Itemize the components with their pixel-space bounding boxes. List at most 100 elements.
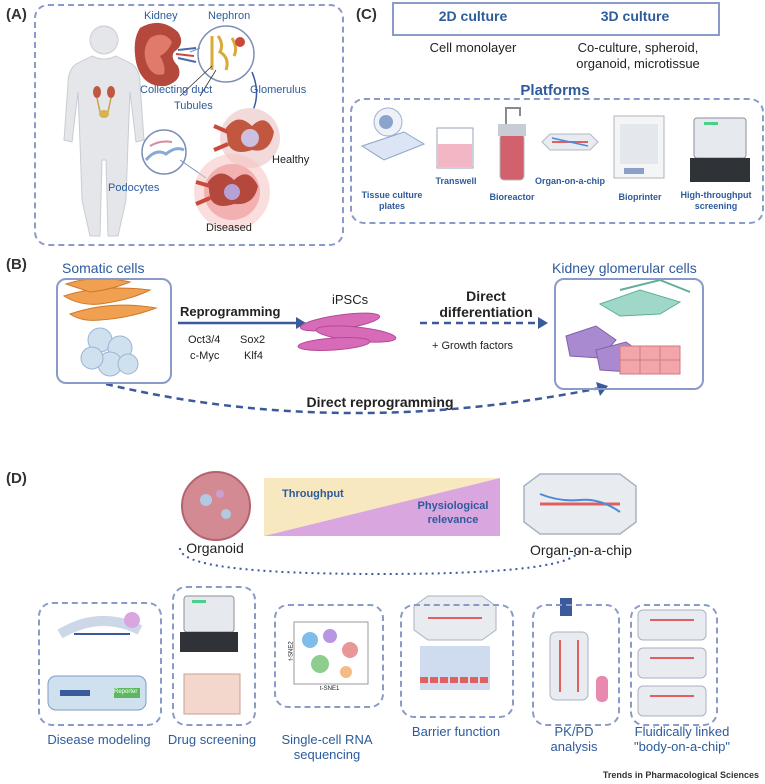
tsne-y-label: t-SNE2 [288, 641, 295, 661]
app-box-barrier [400, 604, 514, 718]
app-label-pkpd-l2: analysis [550, 739, 598, 754]
podocyte-cells-icon [598, 278, 691, 317]
kidney-icon [134, 22, 197, 87]
label-reprogramming: Reprogramming [180, 304, 281, 319]
desc-3d-line2: organoid, microtissue [576, 56, 700, 71]
platform-high-throughput-l2: screening [694, 201, 738, 211]
endothelial-cells-icon [619, 345, 681, 375]
panel-label-d: (D) [6, 470, 27, 487]
platform-bioprinter: Bioprinter [618, 192, 662, 202]
label-throughput: Throughput [282, 488, 344, 500]
label-organoid: Organoid [186, 540, 244, 556]
label-tubules: Tubules [174, 100, 213, 112]
label-ipscs: iPSCs [332, 292, 369, 307]
factor-cmyc: c-Myc [190, 350, 220, 362]
platform-tissue-culture-l2: plates [378, 201, 405, 211]
pkpd-chip-illustration [549, 598, 608, 702]
label-glomerulus: Glomerulus [250, 84, 307, 96]
healthy-glomerulus-icon [213, 108, 280, 168]
bioreactor-icon [498, 107, 526, 181]
platform-high-throughput-l1: High-throughput [680, 190, 752, 200]
label-diseased: Diseased [206, 222, 252, 234]
label-growth-factors: + Growth factors [432, 340, 514, 352]
body-kidneys-icon [93, 86, 115, 98]
barrier-function-illustration [413, 595, 497, 690]
app-label-body-l1: Fluidically linked [634, 724, 730, 739]
panel-label-a: (A) [6, 6, 27, 23]
tradeoff-gradient-icon [264, 478, 500, 536]
app-label-barrier: Barrier function [411, 724, 501, 739]
desc-2d: Cell monolayer [429, 40, 517, 55]
app-label-pkpd-l1: PK/PD [554, 724, 594, 739]
panel-label-c: (C) [356, 6, 377, 23]
factor-klf: Klf4 [244, 350, 263, 362]
transwell-icon [436, 127, 474, 169]
label-healthy: Healthy [272, 154, 310, 166]
app-label-body: Fluidically linked "body-on-a-chip" [620, 724, 744, 754]
label-direct-diff-1: Direct [466, 288, 506, 304]
app-box-scrna [274, 604, 384, 708]
factor-sox: Sox2 [240, 334, 266, 346]
label-direct-diff-2: differentiation [439, 304, 533, 320]
disease-modeling-illustration [47, 612, 147, 711]
organoid-icon [181, 471, 251, 541]
kidney-cells-box [554, 278, 704, 390]
platforms-title: Platforms [520, 82, 590, 99]
footer-journal: Trends in Pharmacological Sciences [602, 770, 759, 780]
label-collecting-duct: Collecting duct [140, 84, 213, 96]
app-label-drug: Drug screening [167, 732, 257, 747]
drug-screening-illustration [180, 595, 241, 715]
ipsc-cells-icon [297, 312, 397, 351]
label-phys-1: Physiological [417, 500, 489, 512]
col-3d: 3D culture [600, 8, 670, 24]
label-phys-2: relevance [427, 514, 479, 526]
platforms-box [350, 98, 764, 224]
fibroblast-cells-icon [62, 277, 158, 321]
app-label-pkpd: PK/PD analysis [520, 724, 628, 754]
app-box-body [630, 604, 718, 726]
app-label-body-l2: "body-on-a-chip" [634, 739, 730, 754]
high-throughput-screening-icon [690, 117, 750, 182]
human-body-icon [63, 25, 145, 237]
app-label-disease: Disease modeling [47, 732, 151, 747]
diseased-glomerulus-icon [194, 154, 270, 230]
reporter-label: Reporter [114, 689, 138, 695]
bioprinter-icon [613, 115, 665, 179]
organ-on-a-chip-large-icon [523, 473, 637, 535]
nephron-icon [197, 25, 255, 83]
label-kidney: Kidney [144, 10, 178, 22]
tsne-plot-illustration [293, 621, 369, 685]
direct-reprogramming-arrow [105, 382, 601, 415]
col-2d: 2D culture [438, 8, 508, 24]
app-label-scrna-l2: sequencing [293, 747, 361, 762]
culture-header-box [392, 2, 720, 36]
organ-on-a-chip-icon [541, 133, 599, 151]
label-kidney-cells: Kidney glomerular cells [552, 260, 697, 276]
somatic-box [56, 278, 172, 384]
panel-label-b: (B) [6, 256, 27, 273]
platform-bioreactor: Bioreactor [489, 192, 535, 202]
platform-tissue-culture: Tissue culture plates [354, 190, 430, 212]
podocytes-icon [141, 129, 207, 179]
factor-oct: Oct3/4 [188, 334, 221, 346]
desc-3d-line1: Co-culture, spheroid, [577, 40, 699, 55]
panel-a-box [34, 4, 344, 246]
app-label-scrna: Single-cell RNA sequencing [260, 732, 394, 762]
tsne-x-label: t-SNE1 [320, 686, 340, 692]
label-nephron: Nephron [208, 10, 251, 22]
app-box-pkpd [532, 604, 620, 726]
label-somatic-cells: Somatic cells [62, 260, 145, 276]
app-box-disease [38, 602, 162, 726]
blood-cells-icon [80, 327, 139, 377]
label-ooc: Organ-on-a-chip [530, 542, 632, 558]
label-direct-reprogramming: Direct reprogramming [306, 394, 454, 410]
platform-transwell: Transwell [435, 176, 477, 186]
platform-high-throughput: High-throughput screening [674, 190, 758, 212]
app-label-scrna-l1: Single-cell RNA [281, 732, 373, 747]
app-box-drug [172, 586, 256, 726]
platform-tissue-culture-l1: Tissue culture [361, 190, 423, 200]
tissue-culture-plate-icon [360, 107, 426, 161]
platform-organ-on-a-chip: Organ-on-a-chip [535, 176, 605, 186]
body-on-a-chip-illustration [637, 609, 707, 717]
